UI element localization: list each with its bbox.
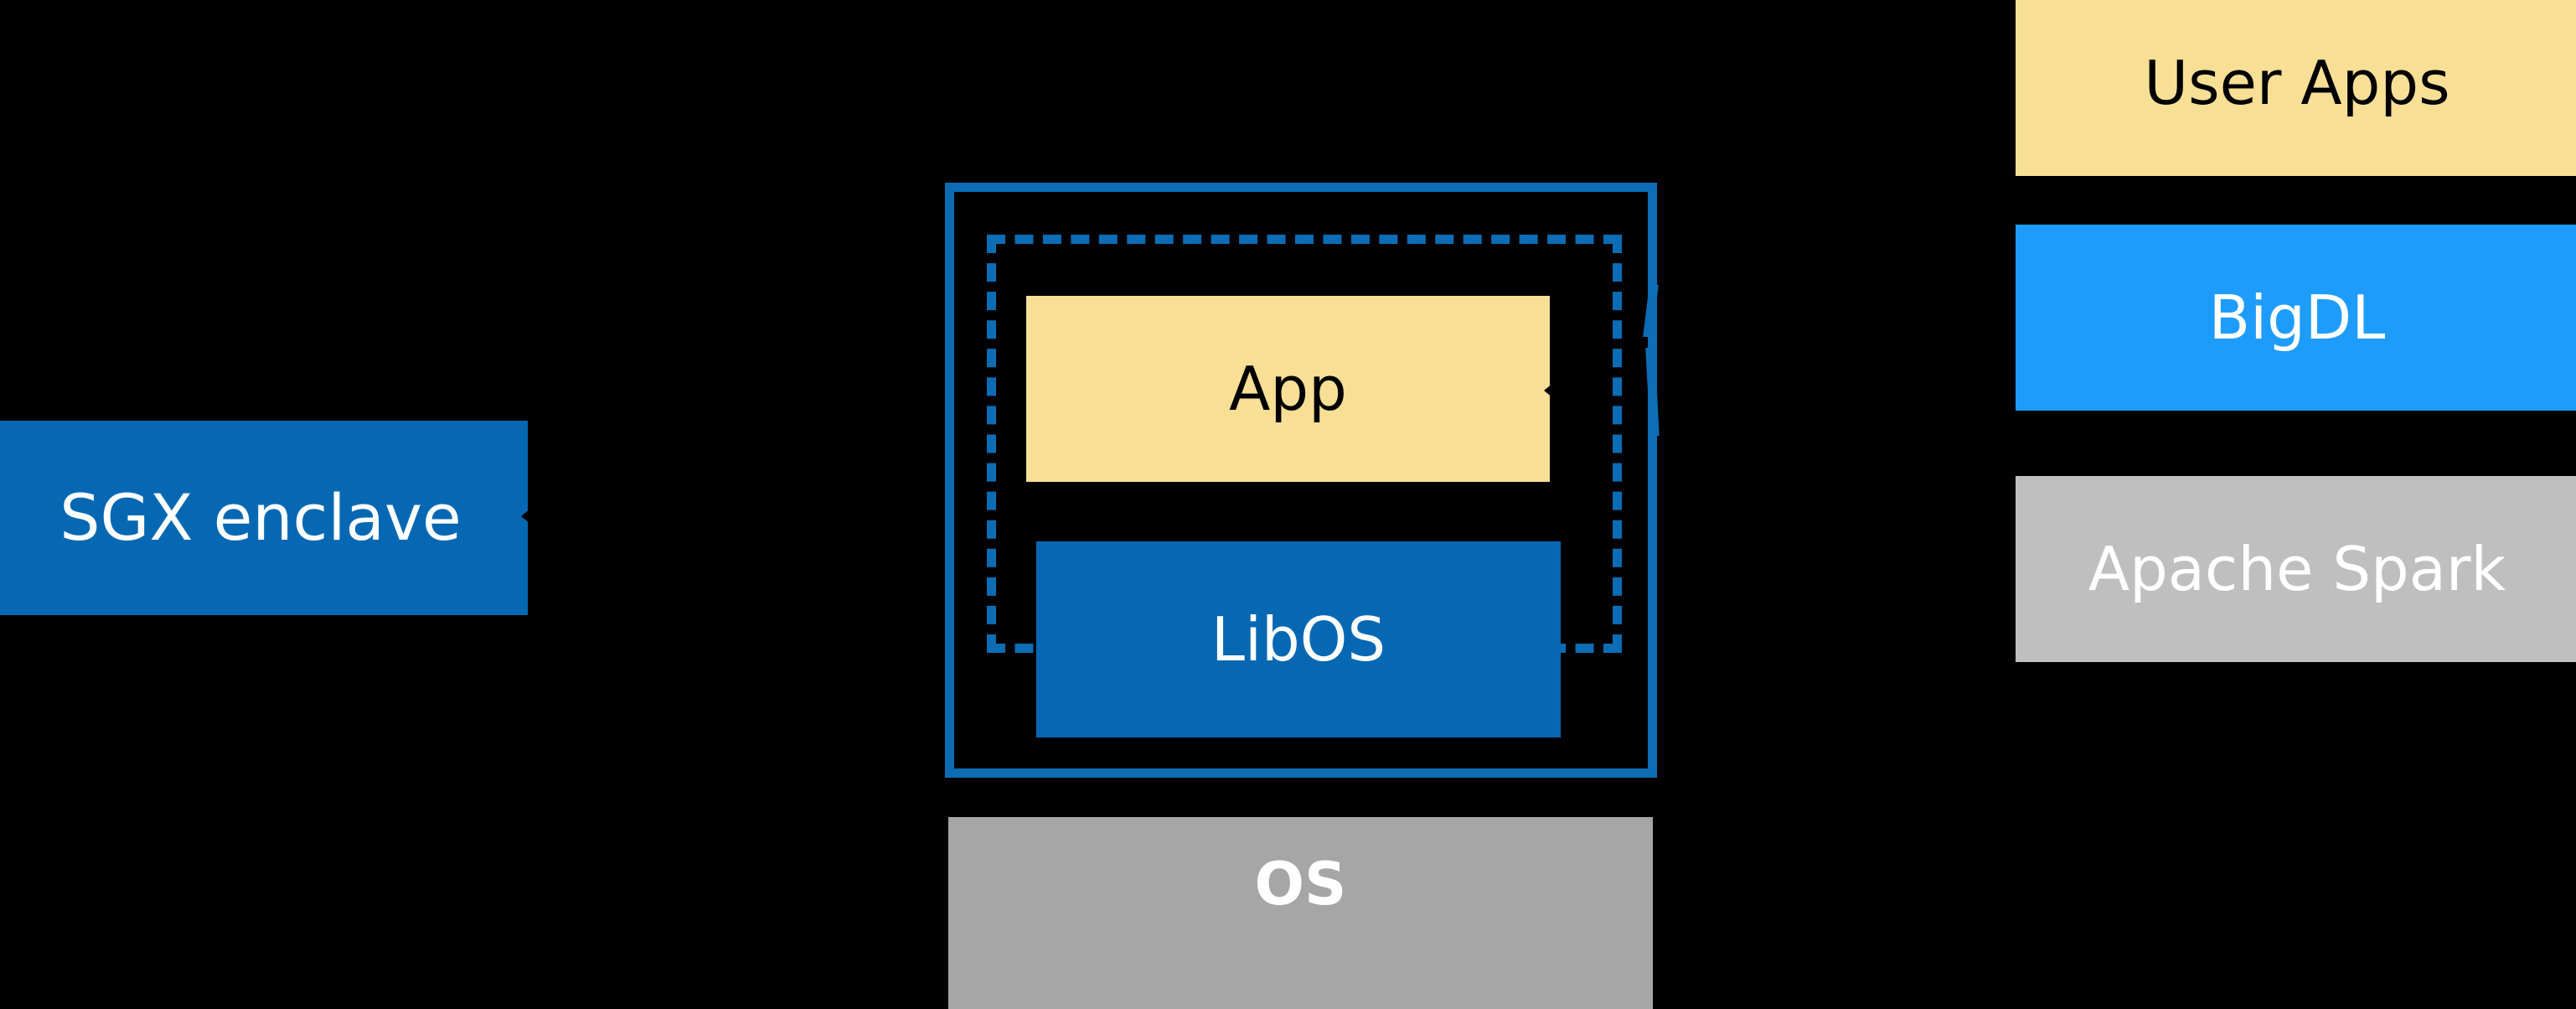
enclave-solid-frame bbox=[945, 183, 1657, 778]
apache-spark-box: Apache Spark bbox=[2016, 476, 2576, 662]
user-apps-label: User Apps bbox=[2144, 48, 2450, 118]
libos-box: LibOS bbox=[1036, 541, 1561, 737]
app-box: App bbox=[1026, 296, 1550, 482]
user-apps-box: User Apps bbox=[2016, 0, 2576, 176]
sgx-enclave-label: SGX enclave bbox=[59, 480, 462, 555]
arrow-right-icon bbox=[1544, 380, 1557, 401]
app-label: App bbox=[1229, 354, 1347, 424]
libos-label: LibOS bbox=[1211, 604, 1386, 675]
apache-spark-label: Apache Spark bbox=[2088, 534, 2506, 604]
bigdl-box: BigDL bbox=[2016, 225, 2576, 411]
bigdl-label: BigDL bbox=[2208, 282, 2386, 353]
sgx-enclave-box: SGX enclave bbox=[0, 421, 528, 615]
arrow-right-icon bbox=[521, 505, 534, 527]
os-box: OS bbox=[948, 817, 1653, 1009]
os-label: OS bbox=[1254, 850, 1347, 918]
